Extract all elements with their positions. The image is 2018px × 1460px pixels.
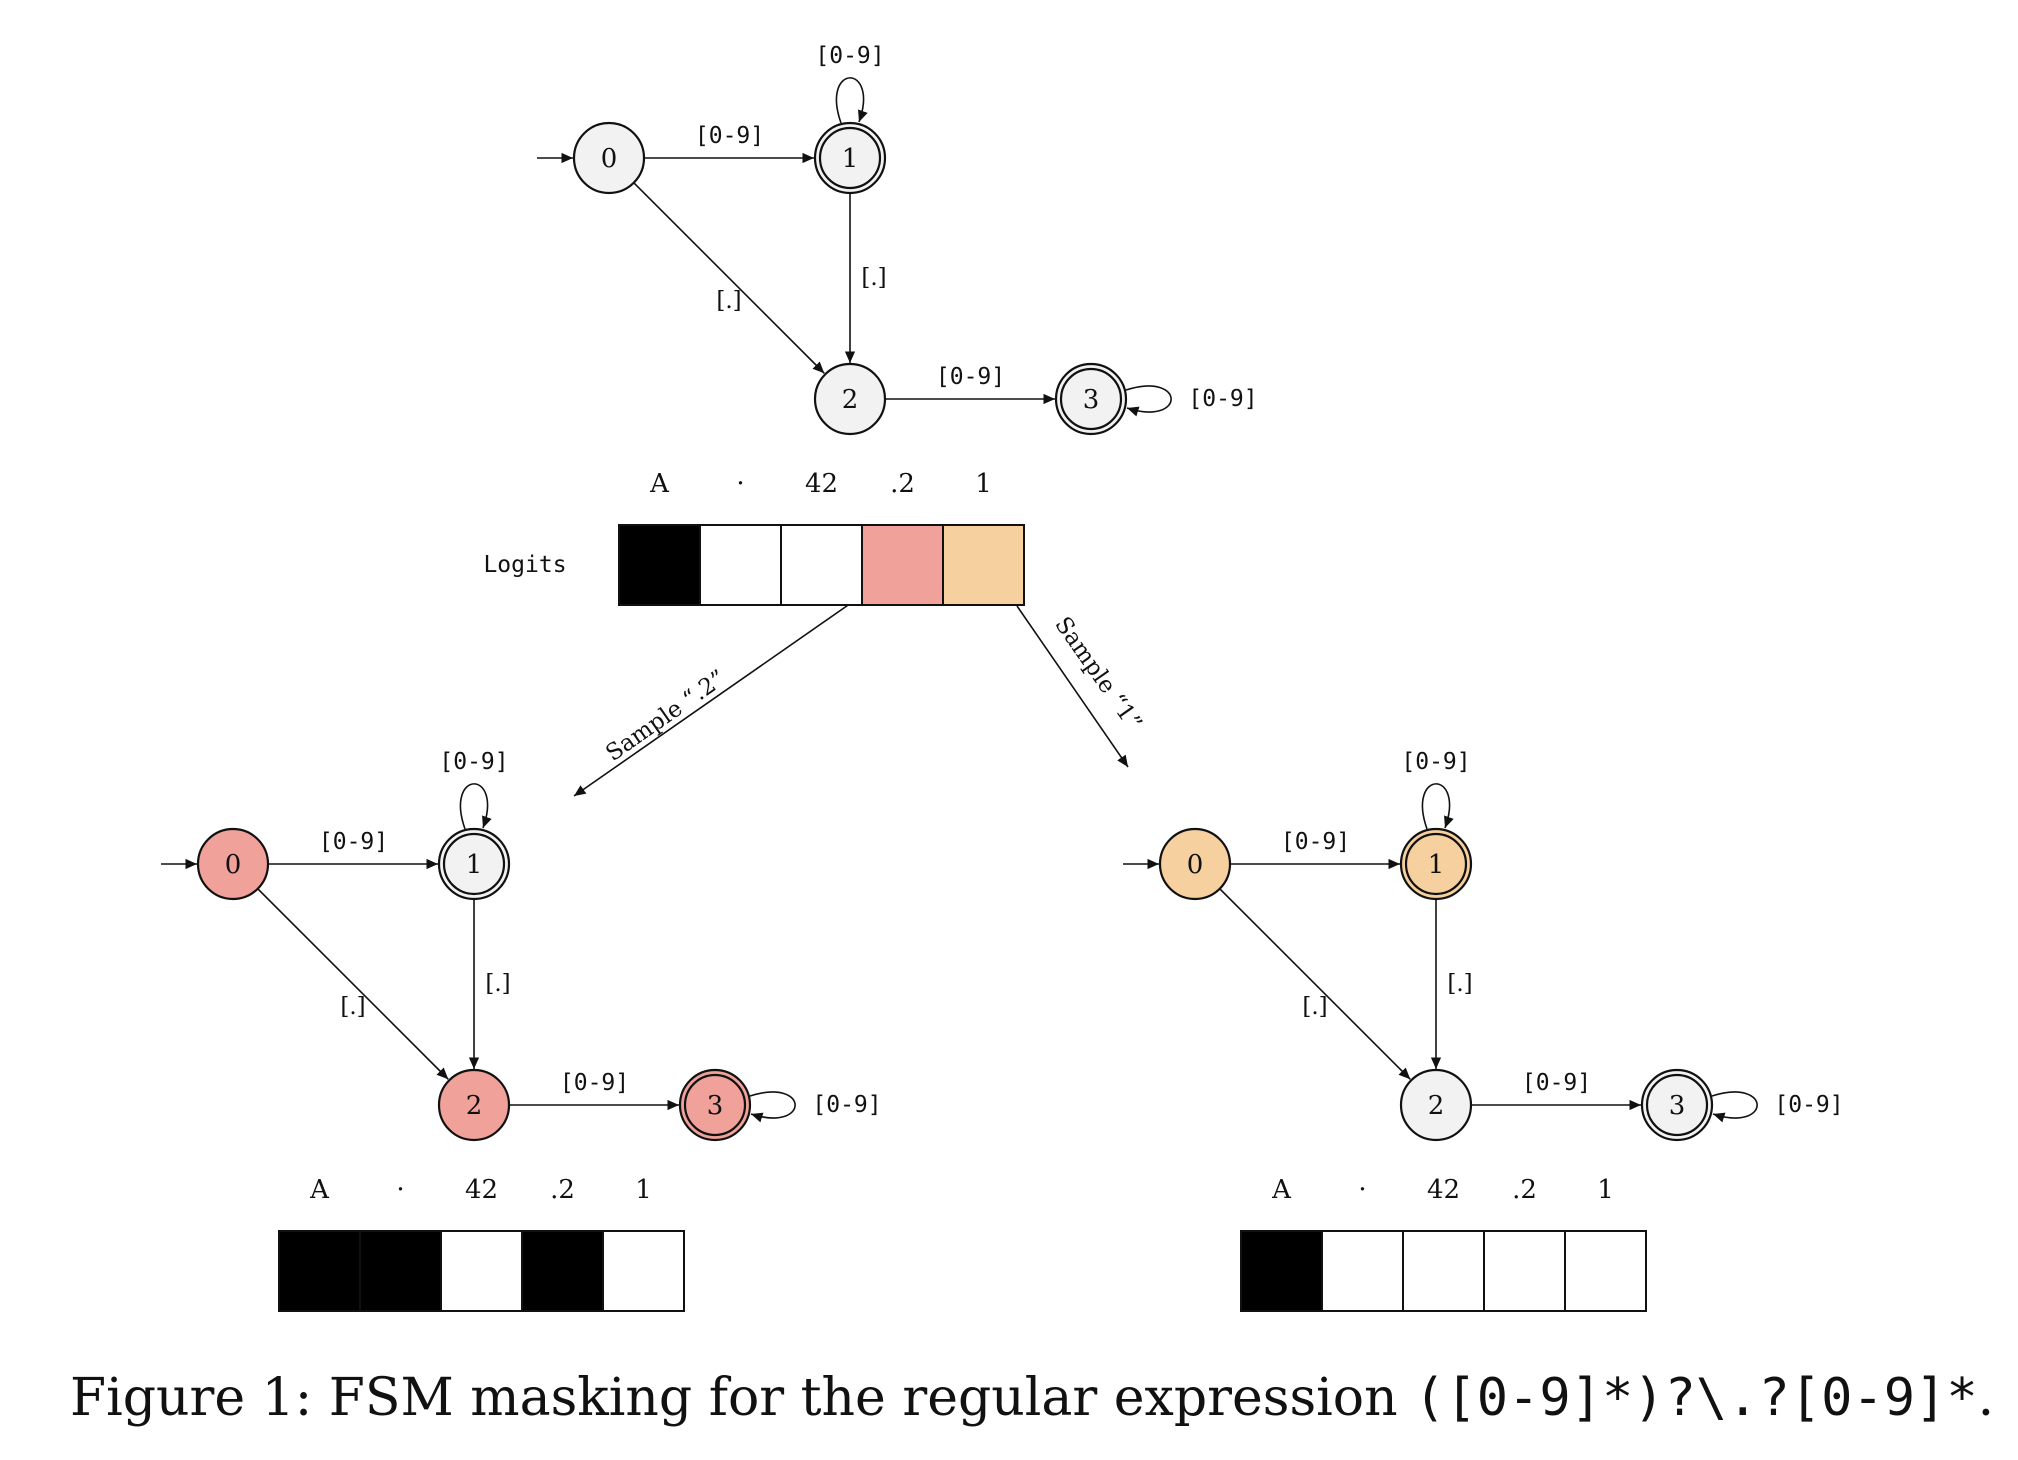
top-fsm-edge-2-3-label: [0-9] bbox=[936, 364, 1005, 390]
left-fsm-edge-1-1-label: [0-9] bbox=[439, 749, 508, 775]
left-fsm-edge-1-1 bbox=[459, 783, 492, 830]
right-fsm-edge-3-3-label: [0-9] bbox=[1774, 1092, 1843, 1118]
top-logits-token-3: .2 bbox=[890, 469, 915, 499]
top-fsm-edge-1-2-label: [.] bbox=[861, 265, 886, 291]
left-fsm-state-3 bbox=[678, 1068, 752, 1142]
left-mask-token-4: 1 bbox=[635, 1175, 652, 1205]
right-fsm-edge-1-2-label: [.] bbox=[1447, 971, 1472, 997]
right-mask-token-2: 42 bbox=[1427, 1175, 1460, 1205]
right-mask-cell-3 bbox=[1483, 1230, 1566, 1312]
caption-prefix: Figure 1: FSM masking for the regular ex… bbox=[70, 1368, 1415, 1428]
top-fsm-edge-0-2 bbox=[633, 182, 825, 374]
sample-label-left: Sample “.2” bbox=[601, 665, 730, 766]
left-mask-cell-0 bbox=[278, 1230, 361, 1312]
top-fsm-state-3-accept-ring bbox=[1059, 367, 1123, 431]
left-fsm-edge-3-3 bbox=[749, 1091, 796, 1123]
top-fsm-state-3-label: 3 bbox=[1083, 385, 1100, 415]
right-fsm-state-3-label: 3 bbox=[1669, 1091, 1686, 1121]
left-fsm-edge-1-2-label: [.] bbox=[485, 971, 510, 997]
top-fsm-edge-0-1-label: [0-9] bbox=[695, 123, 764, 149]
top-fsm-state-2 bbox=[813, 362, 887, 436]
left-mask-token-2: 42 bbox=[465, 1175, 498, 1205]
top-fsm-edge-1-1-label: [0-9] bbox=[815, 43, 884, 69]
figure-caption: Figure 1: FSM masking for the regular ex… bbox=[70, 1368, 1994, 1428]
right-mask-cell-1 bbox=[1321, 1230, 1404, 1312]
right-fsm-edge-0-1-label: [0-9] bbox=[1281, 829, 1350, 855]
right-fsm-edge-0-2 bbox=[1219, 888, 1411, 1080]
right-fsm-state-1-accept-ring bbox=[1404, 832, 1468, 896]
top-fsm-edge-3-3 bbox=[1125, 385, 1172, 417]
caption-regex: ([0-9]*)?\.?[0-9]* bbox=[1414, 1368, 1978, 1428]
left-mask-token-3: .2 bbox=[550, 1175, 575, 1205]
left-fsm-state-0 bbox=[196, 827, 270, 901]
top-fsm-state-2-label: 2 bbox=[842, 385, 859, 415]
right-fsm-edge-3-3 bbox=[1711, 1091, 1758, 1123]
left-mask-token-0: A bbox=[309, 1175, 330, 1205]
left-fsm-state-2-label: 2 bbox=[466, 1091, 483, 1121]
right-fsm-edge-1-1-label: [0-9] bbox=[1401, 749, 1470, 775]
top-fsm-state-1-accept-ring bbox=[818, 126, 882, 190]
left-fsm-edge-2-3-label: [0-9] bbox=[560, 1070, 629, 1096]
right-mask-cell-2 bbox=[1402, 1230, 1485, 1312]
right-fsm-state-0-label: 0 bbox=[1187, 850, 1204, 880]
top-fsm-state-1 bbox=[813, 121, 887, 195]
top-fsm-state-3 bbox=[1054, 362, 1128, 436]
top-logits-cell-2 bbox=[780, 524, 863, 606]
right-fsm-edge-2-3-label: [0-9] bbox=[1522, 1070, 1591, 1096]
top-logits-cell-1 bbox=[699, 524, 782, 606]
left-fsm-state-3-accept-ring bbox=[683, 1073, 747, 1137]
left-fsm-state-2 bbox=[437, 1068, 511, 1142]
top-logits-cell-4 bbox=[942, 524, 1025, 606]
left-mask-cell-4 bbox=[602, 1230, 685, 1312]
top-fsm-state-1-label: 1 bbox=[842, 144, 859, 174]
top-fsm-state-0 bbox=[572, 121, 646, 195]
top-fsm-state-0-label: 0 bbox=[601, 144, 618, 174]
left-mask-cell-1 bbox=[359, 1230, 442, 1312]
caption-suffix: . bbox=[1977, 1368, 1995, 1428]
left-mask-cell-3 bbox=[521, 1230, 604, 1312]
right-fsm-state-0 bbox=[1158, 827, 1232, 901]
left-fsm-edge-0-2 bbox=[257, 888, 449, 1080]
top-logits-token-2: 42 bbox=[805, 469, 838, 499]
left-fsm-edge-3-3-label: [0-9] bbox=[812, 1092, 881, 1118]
top-logits-token-4: 1 bbox=[975, 469, 992, 499]
right-fsm-edge-1-1 bbox=[1421, 783, 1454, 830]
left-fsm-state-1-label: 1 bbox=[466, 850, 483, 880]
right-mask-cell-0 bbox=[1240, 1230, 1323, 1312]
right-mask-token-1: · bbox=[1358, 1175, 1366, 1205]
top-fsm-edge-0-2-label: [.] bbox=[716, 288, 741, 314]
left-fsm-state-0-label: 0 bbox=[225, 850, 242, 880]
sample-arrow-left bbox=[573, 593, 865, 797]
top-logits-token-1: · bbox=[736, 469, 744, 499]
left-mask-cell-2 bbox=[440, 1230, 523, 1312]
right-fsm-state-2-label: 2 bbox=[1428, 1091, 1445, 1121]
left-fsm-edge-0-2-label: [.] bbox=[340, 994, 365, 1020]
top-logits-cell-0 bbox=[618, 524, 701, 606]
logits-label: Logits bbox=[483, 552, 566, 578]
right-fsm-state-1-label: 1 bbox=[1428, 850, 1445, 880]
left-fsm-state-1 bbox=[437, 827, 511, 901]
right-mask-token-3: .2 bbox=[1512, 1175, 1537, 1205]
right-mask-cell-4 bbox=[1564, 1230, 1647, 1312]
right-mask-token-0: A bbox=[1271, 1175, 1292, 1205]
top-fsm-edge-3-3-label: [0-9] bbox=[1188, 386, 1257, 412]
right-fsm-state-2 bbox=[1399, 1068, 1473, 1142]
left-fsm-edge-0-1-label: [0-9] bbox=[319, 829, 388, 855]
sample-arrow-right bbox=[1016, 605, 1129, 768]
right-fsm-state-3 bbox=[1640, 1068, 1714, 1142]
top-logits-token-0: A bbox=[649, 469, 670, 499]
right-mask-token-4: 1 bbox=[1597, 1175, 1614, 1205]
top-logits-cell-3 bbox=[861, 524, 944, 606]
right-fsm-state-3-accept-ring bbox=[1645, 1073, 1709, 1137]
left-fsm-state-3-label: 3 bbox=[707, 1091, 724, 1121]
left-fsm-state-1-accept-ring bbox=[442, 832, 506, 896]
right-fsm-edge-0-2-label: [.] bbox=[1302, 994, 1327, 1020]
right-fsm-state-1 bbox=[1399, 827, 1473, 901]
left-mask-token-1: · bbox=[396, 1175, 404, 1205]
top-fsm-edge-1-1 bbox=[835, 77, 868, 124]
